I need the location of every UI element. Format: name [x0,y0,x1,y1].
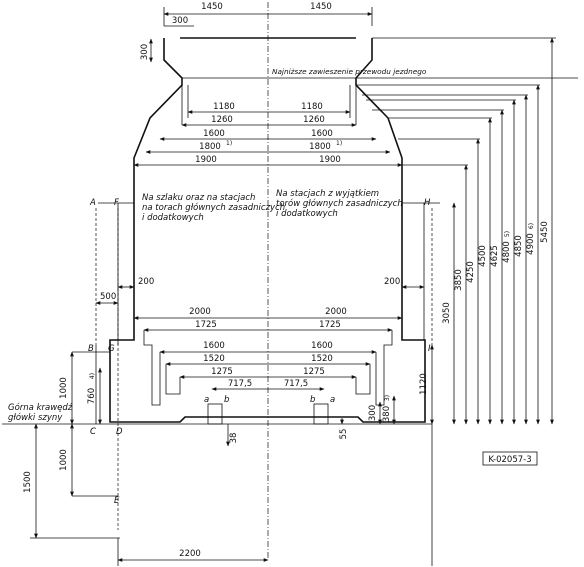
point-d: D [116,427,123,437]
w2000-left: 2000 [189,307,211,317]
notch-width-label: 300 [172,16,188,26]
point-a: A [89,198,96,208]
svg-text:główki szyny: główki szyny [8,412,63,423]
svg-text:i dodatkowych: i dodatkowych [142,213,204,223]
wheel-left-a: a [204,395,209,405]
lower-width-rows: 2000 2000 1725 1725 1600 1600 1520 1520 … [133,307,403,391]
height-3050: 3050 [442,302,452,324]
wheel-left: a b [204,395,229,425]
drawing-code-box: K-02057-3 [482,451,538,466]
svg-text:torów głównych zasadniczych: torów głównych zasadniczych [276,198,403,209]
row-1800-left: 1800 [199,142,221,152]
svg-text:Na szlaku oraz na stacjach: Na szlaku oraz na stacjach [142,193,255,203]
height-4800: 4800 [502,241,512,263]
height-3850: 3850 [454,269,464,291]
bottom-width-dimension: 2200 [117,424,433,566]
row-1800-right-note: 1) [336,140,342,147]
left-200: 200 [138,277,154,287]
height-4250: 4250 [466,261,476,283]
notch-height-label: 300 [140,44,150,60]
row-1800-left-note: 1) [226,140,232,147]
bottom-small-dims: 38 55 300 380 3) [226,395,396,447]
inner-roof-left [181,85,189,125]
point-c: C [90,427,96,437]
svg-text:Na stacjach z wyjątkiem: Na stacjach z wyjątkiem [276,189,379,199]
left-760: 760 [87,388,97,404]
right-height-dims: 1120 3050 3850 4250 4500 4625 4800 5) 48… [356,37,556,425]
left-vertical-dims: 1000 760 4) 1000 1500 [23,351,120,539]
lower-step-left [143,330,181,406]
w1600-right: 1600 [311,341,333,351]
top-width-dimension: 1450 1450 [163,2,373,26]
catenary-label: Najniższe zawieszenie przewodu jezdnego [272,67,427,76]
point-e: E [114,496,120,506]
dim-38: 38 [229,433,239,444]
w1600-left: 1600 [203,341,225,351]
height-4900: 4900 [526,233,536,255]
inner-roof-right [349,85,357,125]
height-4850: 4850 [514,235,524,257]
height-5450: 5450 [540,221,550,243]
dim-380: 380 [382,406,392,422]
top-width-right: 1450 [310,2,332,12]
zone-left-text: Na szlaku oraz na stacjach na torach głó… [142,193,285,223]
svg-text:i dodatkowych: i dodatkowych [276,209,338,219]
height-4500: 4500 [478,245,488,267]
zone-right-text: Na stacjach z wyjątkiem torów głównych z… [276,189,403,219]
drawing-code: K-02057-3 [488,455,531,465]
row-1260-left: 1260 [211,115,233,125]
w7175-left: 717,5 [228,379,252,389]
left-1500: 1500 [23,471,33,493]
top-width-left: 1450 [201,2,223,12]
w2000-right: 2000 [325,307,347,317]
wheel-right-b: b [310,395,315,405]
upper-width-rows: 1180 1180 1260 1260 1600 1600 1800 1) 18… [133,102,403,167]
side-offsets: 200 200 500 [95,277,425,305]
w1520-right: 1520 [311,354,333,364]
row-1600-left: 1600 [203,129,225,139]
gauge-outline [109,38,426,423]
row-1900-left: 1900 [195,155,217,165]
height-4625: 4625 [490,245,500,267]
row-1180-left: 1180 [213,102,235,112]
wheel-left-b: b [224,395,229,405]
row-1180-right: 1180 [301,102,323,112]
w1725-left: 1725 [195,320,217,330]
catenary-line: Najniższe zawieszenie przewodu jezdnego [182,67,578,79]
w7175-right: 717,5 [284,379,308,389]
notch-dimensions: 300 300 [140,16,194,63]
wheel-right: b a [310,395,335,425]
bottom-2200: 2200 [179,549,201,559]
dim-300: 300 [368,405,378,421]
row-1260-right: 1260 [303,115,325,125]
lower-step-right [355,330,393,406]
left-760-note: 4) [89,373,96,379]
row-1800-right: 1800 [309,142,331,152]
height-1120: 1120 [419,373,429,395]
wheel-right-a: a [330,395,335,405]
svg-text:na torach głównych zasadniczyc: na torach głównych zasadniczych [142,202,285,213]
rail-head-label: Górna krawędź główki szyny [8,402,73,423]
right-200: 200 [384,277,400,287]
height-4900-note: 6) [528,223,535,229]
left-1000-upper: 1000 [59,377,69,399]
svg-text:Górna krawędź: Górna krawędź [8,402,73,413]
point-g: G [108,344,115,354]
dim-55: 55 [339,429,349,440]
left-1000-lower: 1000 [59,449,69,471]
w1275-right: 1275 [303,367,325,377]
dim-380-note: 3) [384,395,391,401]
row-1900-right: 1900 [319,155,341,165]
left-500: 500 [100,292,116,302]
w1520-left: 1520 [203,354,225,364]
row-1600-right: 1600 [311,129,333,139]
point-b: B [88,344,94,354]
height-4800-note: 5) [504,231,511,237]
w1275-left: 1275 [211,367,233,377]
point-i: I [428,344,431,354]
w1725-right: 1725 [319,320,341,330]
